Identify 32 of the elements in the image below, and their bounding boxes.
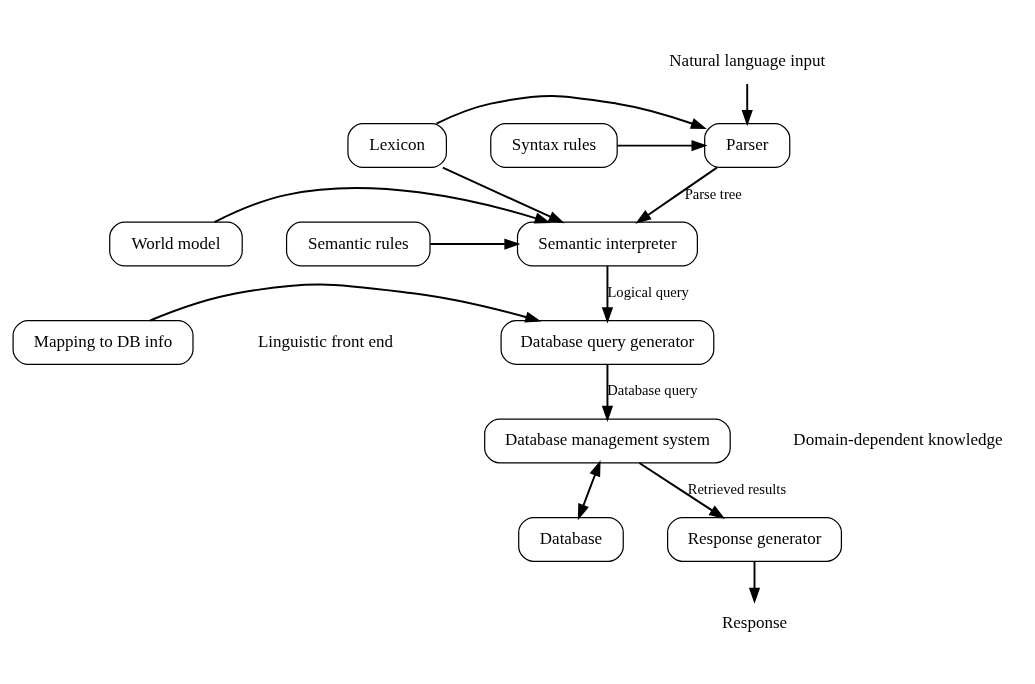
arrow xyxy=(149,283,542,322)
node-box: Parser xyxy=(704,122,791,168)
arrow xyxy=(213,186,551,224)
node-box: Database xyxy=(518,516,624,562)
node-box: World model xyxy=(109,221,243,267)
node-box: Mapping to DB info xyxy=(12,319,194,365)
edge-label: Logical query xyxy=(607,283,689,300)
arrow xyxy=(616,139,708,151)
arrow xyxy=(741,82,753,126)
node-text: Natural language input xyxy=(669,50,826,70)
node-box: Database management system xyxy=(484,417,731,463)
arrow xyxy=(748,560,761,604)
arrow xyxy=(441,166,565,223)
edge-label: Parse tree xyxy=(684,185,742,202)
arrow xyxy=(577,459,601,520)
label: Domain-dependent knowledge xyxy=(793,429,1003,449)
node-box: Semantic interpreter xyxy=(516,221,698,267)
node-box: Syntax rules xyxy=(490,122,618,168)
edge-label: Retrieved results xyxy=(687,480,787,497)
arrow xyxy=(635,166,718,224)
arrow xyxy=(638,461,726,519)
node-text: Response xyxy=(721,612,788,632)
arrow xyxy=(435,94,707,129)
node-box: Response generator xyxy=(667,516,842,562)
node-box: Lexicon xyxy=(347,122,447,168)
edge-label: Database query xyxy=(607,381,698,398)
node-box: Database query generator xyxy=(500,319,715,365)
label: Linguistic front end xyxy=(257,331,393,351)
arrow xyxy=(601,264,614,323)
node-box: Semantic rules xyxy=(285,221,431,267)
arrow xyxy=(429,237,521,250)
arrow xyxy=(601,363,614,422)
